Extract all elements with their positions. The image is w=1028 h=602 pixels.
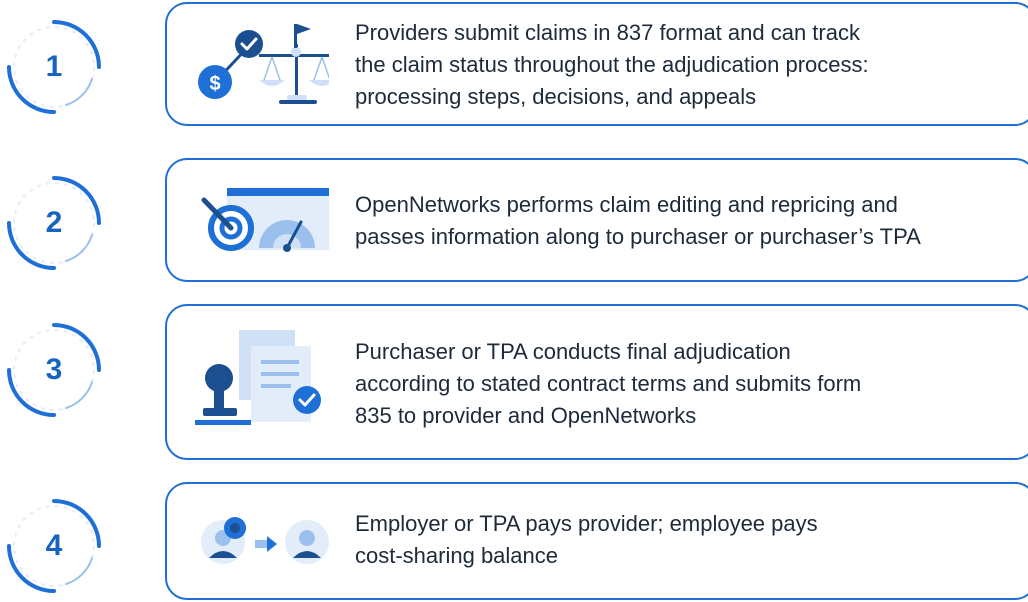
person-transfer-icon [201, 517, 329, 564]
step-card: Employer or TPA pays provider; employee … [165, 482, 1028, 600]
svg-text:$: $ [209, 73, 220, 95]
step-text: Employer or TPA pays provider; employee … [355, 511, 818, 568]
ring-icon [7, 176, 101, 270]
step-number-badge: 2 [4, 173, 104, 273]
step-number-badge: 1 [4, 17, 104, 117]
target-gauge-icon [201, 188, 329, 252]
step-text: OpenNetworks performs claim editing and … [355, 192, 921, 249]
ring-icon [7, 499, 101, 593]
step-text: Purchaser or TPA conducts final adjudica… [355, 339, 862, 428]
step-card: $ Providers submit claims in 837 format … [165, 2, 1028, 126]
step-number: 3 [45, 353, 63, 386]
stamp-documents-icon [195, 330, 321, 425]
scale-payment-icon: $ [198, 24, 329, 104]
step-number: 2 [45, 206, 63, 239]
ring-icon [7, 20, 101, 114]
step-number: 1 [45, 50, 63, 83]
step-card: OpenNetworks performs claim editing and … [165, 158, 1028, 282]
step-number: 4 [45, 529, 63, 562]
step-number-badge: 3 [4, 320, 104, 420]
step-card: Purchaser or TPA conducts final adjudica… [165, 304, 1028, 460]
step-text: Providers submit claims in 837 format an… [355, 20, 869, 109]
step-number-badge: 4 [4, 496, 104, 596]
ring-icon [7, 323, 101, 417]
